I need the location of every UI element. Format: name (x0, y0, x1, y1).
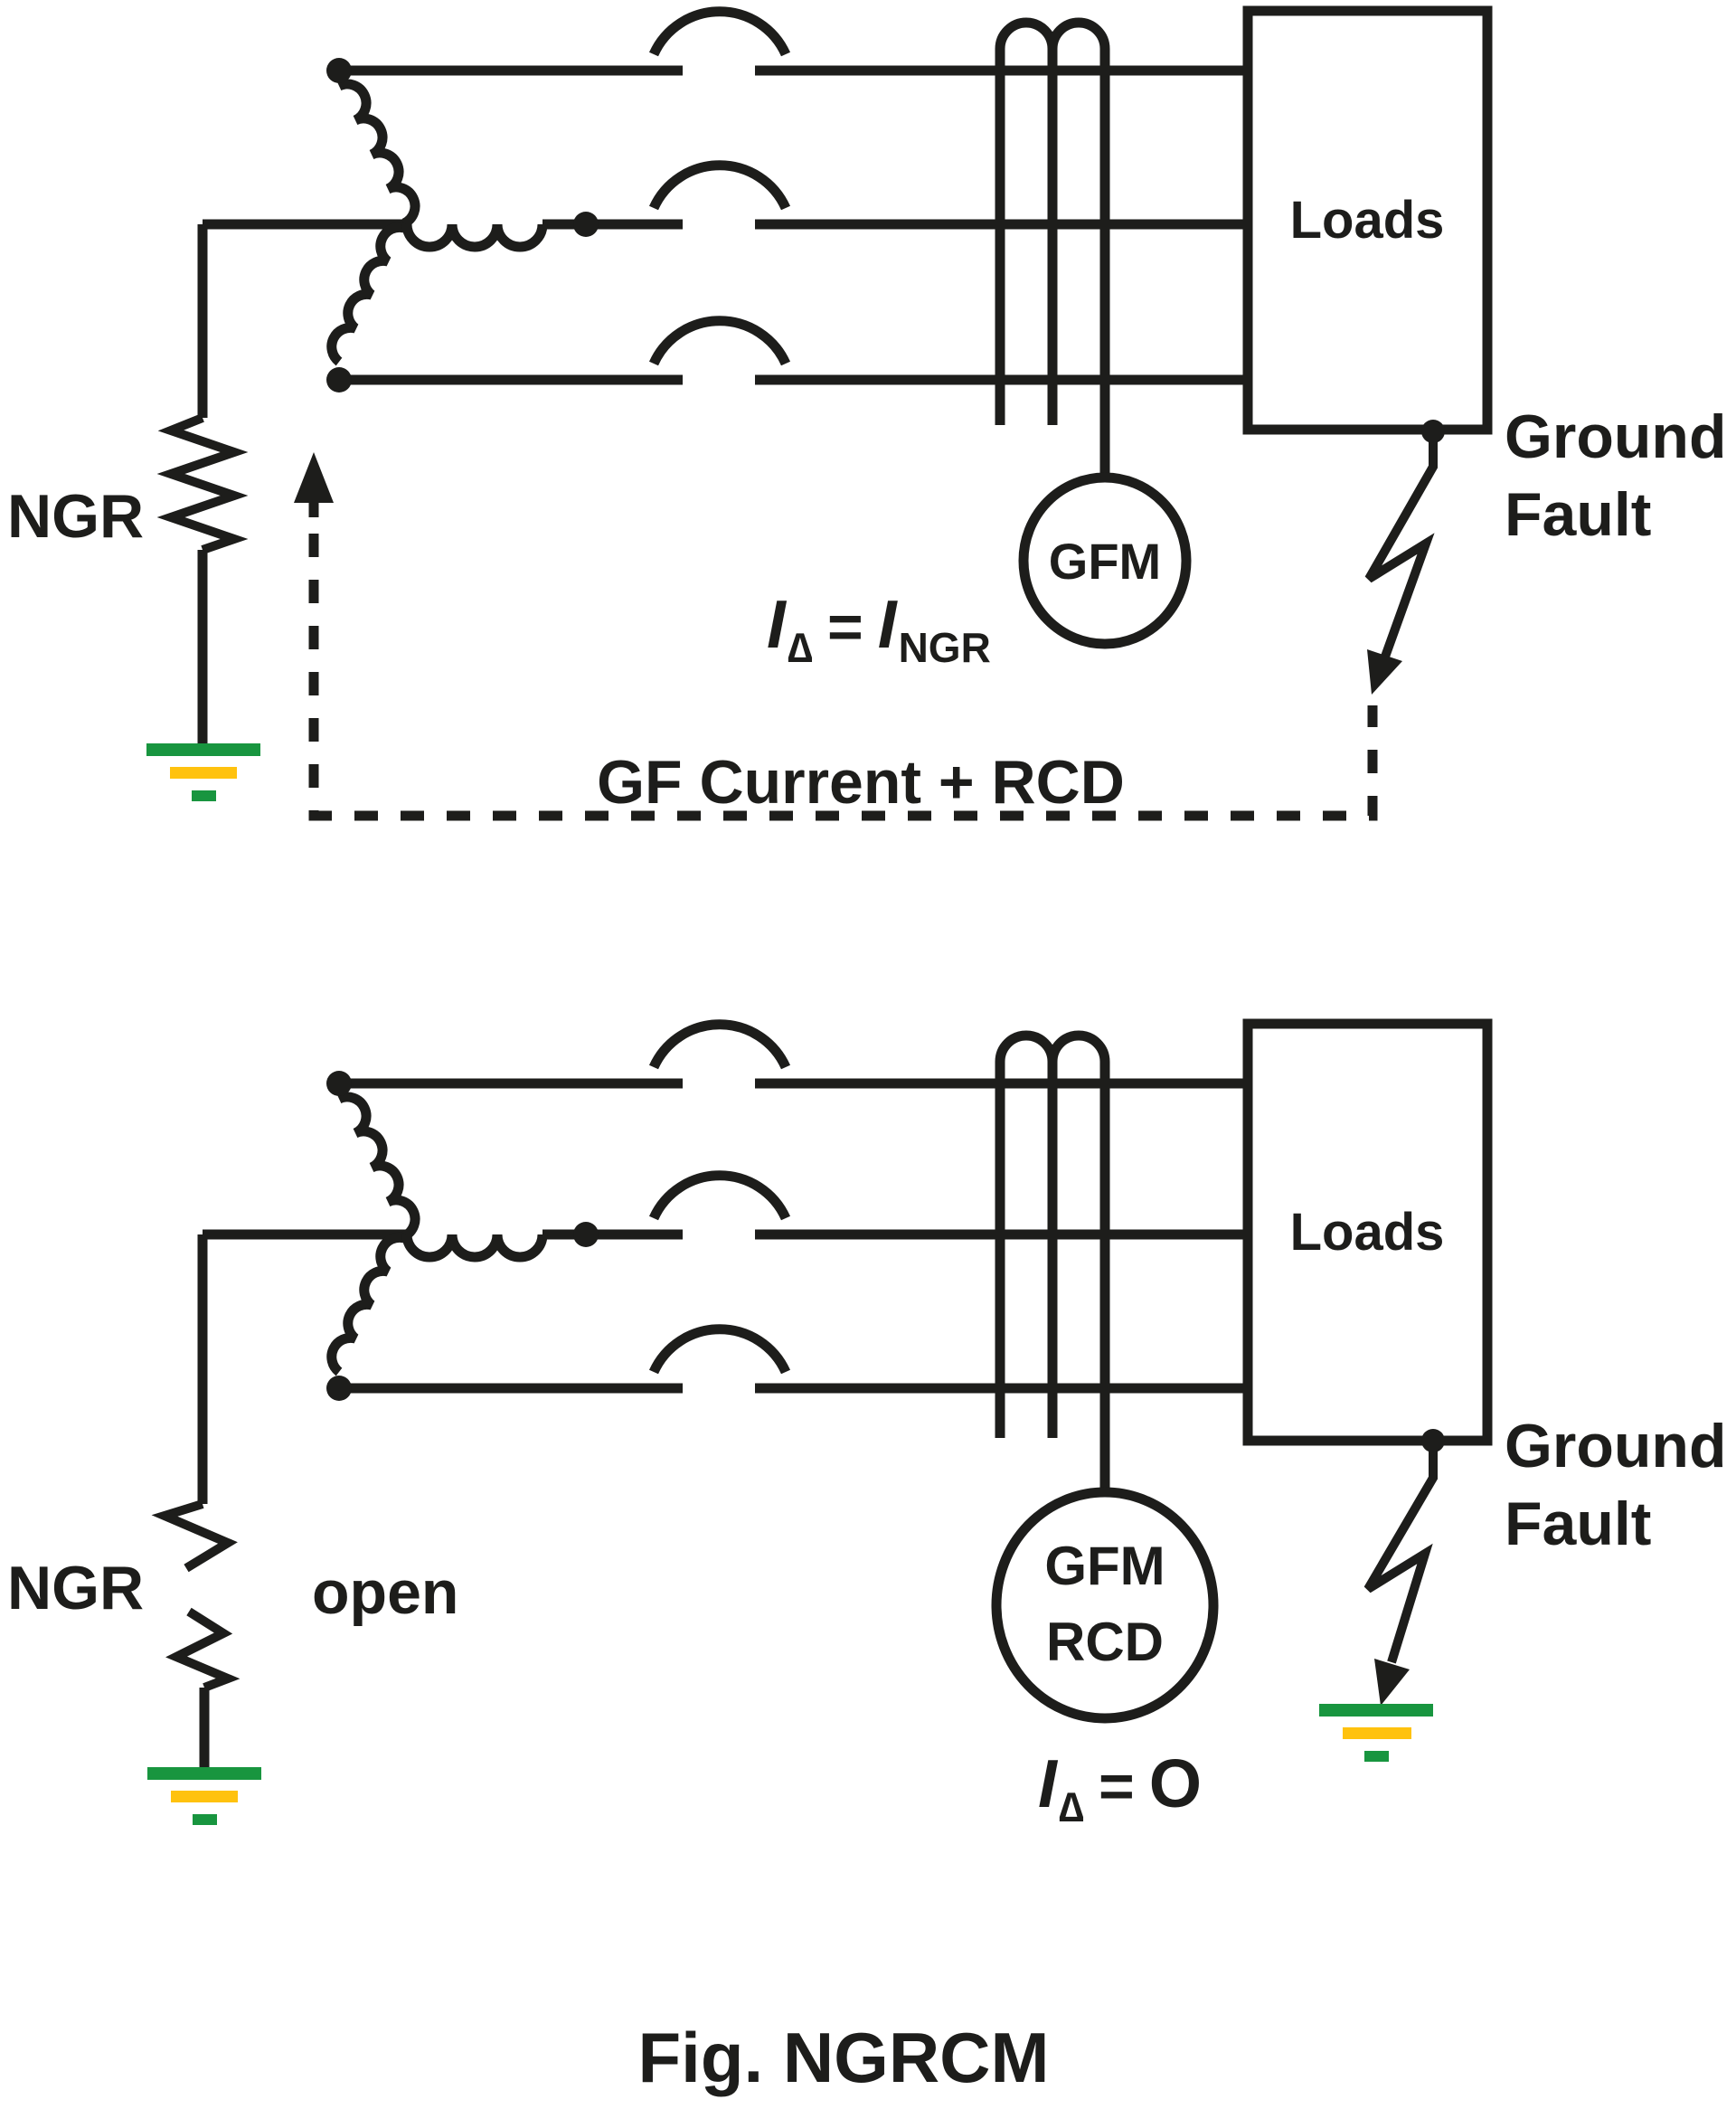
fault-node-dot (1421, 1429, 1445, 1452)
ground-symbol-bar1 (146, 743, 260, 756)
fault-lightning-bolt (1363, 1452, 1438, 1664)
breaker-arc-phase-a (648, 1019, 791, 1070)
winding-coil-bottom (326, 222, 406, 366)
node-dot-phase-a (326, 58, 352, 83)
ngr-label: NGR (7, 1554, 144, 1622)
ngr-resistor-upper-half (151, 1499, 238, 1573)
gfm-circle (1018, 472, 1192, 649)
breaker-arc-phase-b (648, 160, 791, 211)
node-dot-phase-c (326, 1376, 352, 1401)
ground-fault-label-line1: Ground (1505, 1412, 1727, 1480)
node-dot-phase-b (573, 1222, 599, 1247)
equation-bottom-delta: ∆ (1059, 1783, 1084, 1830)
equation-top-equals: = (827, 592, 863, 661)
equation-top-subscript: NGR (899, 624, 991, 671)
ground-fault-label-line2: Fault (1505, 1490, 1651, 1558)
equation-top-delta: ∆ (788, 624, 813, 671)
ct-loops (995, 17, 1110, 50)
fault-ground-symbol-bar3 (1364, 1751, 1389, 1762)
fault-lightning-bolt (1364, 442, 1438, 658)
winding-coil-top (336, 79, 420, 228)
ground-symbol-bar1 (147, 1767, 261, 1780)
ground-symbol-bar3 (193, 1814, 217, 1825)
fault-node-dot (1421, 420, 1445, 443)
ngr-label: NGR (7, 482, 144, 551)
loads-label: Loads (1290, 1203, 1445, 1262)
current-path-dashed (308, 534, 1378, 821)
top-circuit: NGR GFM Loads Ground Fault GF Current + … (7, 5, 1727, 821)
equation-top: I∆=INGR (767, 586, 991, 671)
fault-arrowhead (1367, 649, 1402, 695)
ground-fault-label-line1: Ground (1505, 402, 1727, 471)
current-path-arrowhead (294, 452, 334, 503)
ground-symbol-bar2 (170, 767, 237, 779)
winding-coil-bottom (326, 1232, 406, 1376)
winding-coil-horizontal (401, 223, 548, 252)
loads-box (1242, 1018, 1493, 1446)
fault-arrowhead (1374, 1659, 1410, 1706)
ct-loops (995, 1030, 1110, 1063)
ngr-resistor-lower-half (165, 1607, 241, 1692)
breaker-arc-phase-c (648, 316, 791, 366)
loads-box (1242, 5, 1493, 435)
fault-ground-symbol-bar1 (1319, 1704, 1433, 1717)
breaker-arc-phase-a (648, 6, 791, 57)
winding-coil-top (336, 1092, 420, 1241)
breaker-arc-phase-b (648, 1170, 791, 1221)
equation-bottom-equals: = (1099, 1752, 1135, 1821)
ground-symbol-bar2 (171, 1791, 238, 1802)
equation-top-i2: I (878, 586, 899, 662)
ngr-resistor (156, 413, 249, 554)
fault-ground-symbol-bar2 (1343, 1727, 1411, 1739)
open-label: open (312, 1558, 458, 1627)
ct-conductors (995, 1062, 1110, 1492)
winding-coil-horizontal (401, 1234, 548, 1263)
figure-caption: Fig. NGRCM (638, 2018, 1050, 2097)
equation-bottom: I∆ =O (1038, 1745, 1202, 1830)
loop-label: GF Current + RCD (597, 748, 1125, 817)
equation-bottom-i1: I (1038, 1745, 1059, 1821)
equation-bottom-value: O (1149, 1745, 1202, 1821)
gfm-rcd-label-line2: RCD (1046, 1612, 1164, 1672)
gfm-label: GFM (1049, 533, 1161, 590)
gfm-rcd-circle (991, 1487, 1219, 1724)
node-dot-phase-b (573, 212, 599, 237)
ct-conductors (995, 49, 1110, 479)
ground-fault-label-line2: Fault (1505, 480, 1651, 549)
equation-top-i1: I (767, 586, 788, 662)
breaker-arc-phase-c (648, 1324, 791, 1375)
loads-label: Loads (1290, 191, 1445, 250)
node-dot-phase-a (326, 1071, 352, 1096)
node-dot-phase-c (326, 367, 352, 392)
ground-symbol-bar3 (192, 790, 216, 801)
bottom-circuit: NGR open GFM RCD Loads Ground Fault I∆ =O (7, 1018, 1727, 1830)
gfm-rcd-label-line1: GFM (1044, 1536, 1165, 1596)
